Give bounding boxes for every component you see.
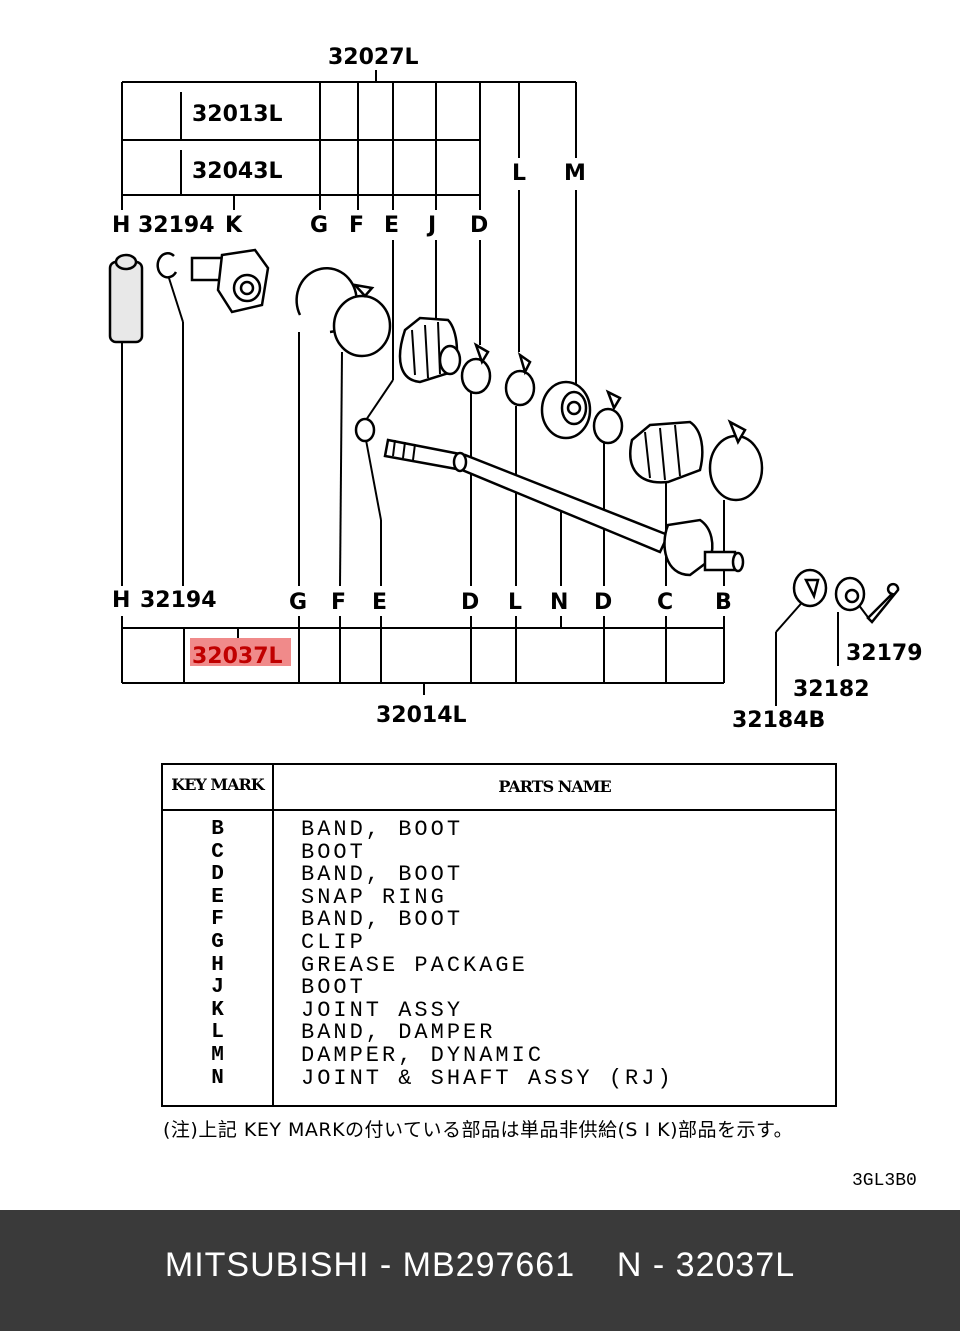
- callout-bottom-F: F: [331, 590, 346, 615]
- callout-bottom-C: C: [657, 590, 673, 615]
- assembly-label-third: 32043L: [192, 159, 283, 184]
- parts-diagram: 32027L 32013L 32043L L M H 32194 K G F E…: [108, 45, 923, 733]
- key-mark: B: [211, 818, 224, 841]
- part-label-32184b: 32184B: [732, 708, 825, 733]
- outer-joint-part: [663, 518, 745, 577]
- boot-c-part: [629, 420, 704, 484]
- dynamic-damper-part: [540, 380, 592, 440]
- washer-32184b-part: [792, 568, 828, 608]
- table-divider: [272, 765, 274, 1105]
- band-boot-f-part: [332, 283, 392, 358]
- key-mark: C: [211, 840, 224, 864]
- table-row: C BOOT: [163, 839, 835, 865]
- shaft-part: [383, 438, 670, 554]
- snap-ring-32194-part: [156, 252, 178, 279]
- callout-bottom-B: B: [715, 590, 732, 615]
- key-mark: L: [211, 1021, 224, 1045]
- assembly-label-bottom: 32014L: [376, 703, 467, 728]
- band-boot-d1-part: [460, 342, 492, 395]
- part-name: CLIP: [301, 929, 366, 955]
- header-key-mark: KEY MARK: [171, 775, 264, 794]
- header-parts-name: PARTS NAME: [498, 777, 611, 796]
- table-row: J BOOT: [163, 977, 835, 1000]
- footer-bar: MITSUBISHI - MB297661 N - 32037L: [0, 1210, 960, 1331]
- part-name: BOOT: [301, 839, 366, 865]
- key-mark: D: [211, 863, 224, 887]
- table-row: B BAND, BOOT: [163, 819, 835, 842]
- key-mark: M: [211, 1043, 224, 1067]
- part-name: SNAP RING: [301, 884, 447, 910]
- callout-bottom-N: N: [550, 590, 568, 615]
- assembly-brackets-bottom: [121, 616, 725, 695]
- callout-bottom-H: H: [112, 588, 130, 613]
- table-row: G CLIP: [163, 929, 835, 955]
- part-name: BAND, DAMPER: [301, 1020, 496, 1046]
- boot-j-part: [398, 316, 462, 384]
- key-mark: E: [211, 885, 224, 909]
- nut-32182-part: [834, 576, 866, 612]
- callout-top-D: D: [470, 213, 488, 238]
- footnote: (注)上記 KEY MARKの付いている部品は単品非供給(S I K)部品を示す…: [163, 1119, 794, 1141]
- reference-code: 3GL3B0: [852, 1171, 917, 1191]
- joint-assy-part: [190, 248, 270, 314]
- band-boot-d2-part: [592, 389, 624, 445]
- callout-bottom-D2: D: [594, 590, 612, 615]
- table-row: D BAND, BOOT: [163, 864, 835, 887]
- table-row: L BAND, DAMPER: [163, 1022, 835, 1045]
- callout-top-G: G: [310, 213, 328, 238]
- band-boot-b-part: [708, 419, 764, 502]
- key-mark: K: [211, 998, 224, 1022]
- grease-package-part: [108, 253, 144, 344]
- footer-text: MITSUBISHI - MB297661 N - 32037L: [164, 1246, 796, 1284]
- callout-top-L: L: [512, 161, 526, 186]
- callout-top-F: F: [349, 213, 364, 238]
- assembly-label-second: 32013L: [192, 102, 283, 127]
- callout-top-32194: 32194: [138, 213, 215, 238]
- table-row: M DAMPER, DYNAMIC: [163, 1042, 835, 1068]
- callout-top-H: H: [112, 213, 130, 238]
- key-mark: F: [211, 908, 224, 932]
- callout-bottom-G: G: [289, 590, 307, 615]
- callout-bottom-E: E: [372, 590, 387, 615]
- snap-ring-e-part: [354, 417, 376, 443]
- leader-lines: [121, 190, 871, 706]
- callout-top-M: M: [564, 161, 586, 186]
- table-row: E SNAP RING: [163, 884, 835, 910]
- highlight-box: [190, 638, 291, 666]
- table-header: [163, 765, 835, 811]
- part-name: JOINT & SHAFT ASSY (RJ): [301, 1065, 674, 1091]
- table-row: H GREASE PACKAGE: [163, 952, 835, 978]
- callout-top-E: E: [384, 213, 399, 238]
- cotter-pin-32179-part: [866, 582, 900, 624]
- key-mark: H: [211, 953, 224, 977]
- callout-bottom-D1: D: [461, 590, 479, 615]
- part-name: JOINT ASSY: [301, 997, 464, 1023]
- part-name: BAND, BOOT: [301, 862, 464, 888]
- key-mark: J: [211, 976, 224, 1000]
- band-damper-part: [504, 351, 536, 407]
- table-rows: B BAND, BOOT C BOOT D BAND, BOOT E SNAP RING…: [163, 819, 835, 1090]
- part-name: DAMPER, DYNAMIC: [301, 1042, 545, 1068]
- part-label-32182: 32182: [793, 677, 870, 702]
- part-label-32179: 32179: [846, 641, 923, 666]
- callout-bottom-32194: 32194: [140, 588, 217, 613]
- key-mark: G: [211, 930, 224, 954]
- part-name: BOOT: [301, 975, 366, 1001]
- callout-top-K: K: [225, 213, 243, 238]
- callout-bottom-L: L: [508, 590, 522, 615]
- table-row: N JOINT & SHAFT ASSY (RJ): [163, 1065, 835, 1091]
- table-row: K JOINT ASSY: [163, 997, 835, 1023]
- part-name: BAND, BOOT: [301, 817, 464, 842]
- assembly-brackets-top: [121, 70, 577, 210]
- assembly-label-top: 32027L: [328, 45, 419, 70]
- key-mark: N: [211, 1066, 224, 1090]
- table-row: F BAND, BOOT: [163, 909, 835, 932]
- assembly-label-highlighted: 32037L: [192, 644, 283, 669]
- part-name: BAND, BOOT: [301, 907, 464, 933]
- part-name: GREASE PACKAGE: [301, 952, 528, 978]
- callout-top-J: J: [426, 213, 436, 238]
